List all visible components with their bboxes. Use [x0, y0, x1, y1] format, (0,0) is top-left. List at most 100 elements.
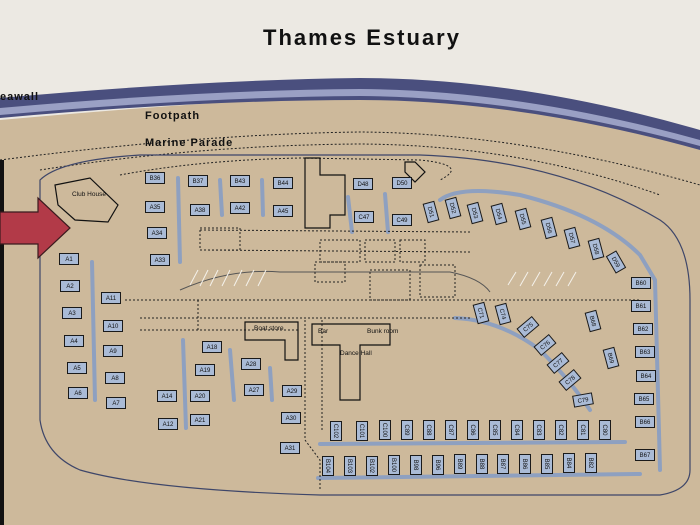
plot-label: B61	[636, 304, 647, 310]
plot-label: A42	[235, 206, 246, 212]
plot-box	[635, 449, 655, 461]
plot-box	[519, 454, 531, 474]
plot-b66: B66	[635, 416, 655, 428]
plot-box	[190, 414, 210, 426]
club-house-label-line1: Club House	[72, 191, 106, 198]
plot-label: C102	[332, 424, 338, 439]
plot-label: C89	[403, 424, 409, 436]
plot-box	[514, 207, 532, 231]
plot-d51: D51	[422, 200, 440, 224]
plot-a27: A27	[244, 384, 264, 396]
plot-label: A6	[74, 391, 82, 397]
marine-parade-label: Marine Parade	[145, 137, 233, 149]
plot-c78: C78	[558, 368, 582, 392]
footpath-band	[0, 89, 700, 146]
plot-label: B100	[390, 458, 396, 473]
plot-label: D50	[396, 181, 408, 187]
plot-box	[401, 420, 413, 440]
plot-box	[558, 368, 582, 392]
plot-box	[494, 302, 512, 326]
plot-box	[445, 420, 457, 440]
plot-b82: B82	[585, 453, 597, 473]
walkways	[90, 176, 662, 480]
plot-box	[106, 397, 126, 409]
plot-b84: B84	[563, 453, 575, 473]
plot-box	[282, 385, 302, 397]
plot-a4: A4	[64, 335, 84, 347]
plot-label: B104	[324, 459, 330, 474]
plot-box	[62, 307, 82, 319]
plot-b103: B103	[344, 456, 356, 476]
plot-b88: B88	[476, 454, 488, 474]
plot-label: B88	[478, 459, 484, 470]
plot-box	[605, 250, 627, 274]
plot-d59: D59	[605, 250, 627, 274]
plot-a10: A10	[103, 320, 123, 332]
plot-box	[423, 420, 435, 440]
plot-b100: B100	[388, 455, 400, 475]
plot-a5: A5	[67, 362, 87, 374]
plot-box	[490, 202, 508, 226]
dance-hall-label: Dance Hall	[340, 350, 372, 357]
plot-a20: A20	[190, 390, 210, 402]
bar-label: Bar	[318, 328, 329, 335]
plot-box	[636, 370, 656, 382]
plot-label: A28	[246, 362, 257, 368]
plot-label: A2	[66, 284, 74, 290]
plot-box	[410, 455, 422, 475]
plot-label: A20	[195, 394, 206, 400]
bunk-room-label: Bunk room	[367, 328, 398, 335]
plot-label: B43	[235, 179, 246, 185]
plot-box	[366, 456, 378, 476]
plot-b68: B68	[584, 309, 602, 333]
plot-label: B96	[434, 460, 440, 471]
plot-label: C82	[557, 424, 563, 436]
plot-label: B98	[412, 460, 418, 471]
plot-label: B64	[641, 374, 652, 380]
plot-box	[497, 454, 509, 474]
plot-label: B102	[368, 459, 374, 474]
plot-b63: B63	[635, 346, 655, 358]
plot-label: C100	[381, 423, 387, 438]
plot-b102: B102	[366, 456, 378, 476]
plot-a12: A12	[158, 418, 178, 430]
plot-box	[101, 292, 121, 304]
plot-label: A30	[286, 416, 297, 422]
plot-label: C84	[513, 424, 519, 436]
plot-c86: C86	[467, 420, 479, 440]
plot-label: C88	[425, 424, 431, 436]
plot-box	[379, 420, 391, 440]
plot-label: B37	[193, 179, 204, 185]
plot-d56: D56	[540, 216, 558, 240]
plot-label: B65	[639, 397, 650, 403]
plot-label: C80	[601, 424, 607, 436]
plot-c85: C85	[489, 420, 501, 440]
plot-b87: B87	[497, 454, 509, 474]
plot-label: D57	[567, 232, 576, 245]
map-title: Thames Estuary	[263, 25, 461, 50]
plot-box	[103, 345, 123, 357]
plot-c88: C88	[423, 420, 435, 440]
plot-box	[344, 456, 356, 476]
plot-label: B62	[638, 327, 649, 333]
plot-label: A8	[111, 376, 119, 382]
plot-c75: C75	[516, 315, 540, 339]
plot-a42: A42	[230, 202, 250, 214]
plot-a7: A7	[106, 397, 126, 409]
plot-box	[444, 196, 462, 220]
plot-box	[546, 351, 570, 375]
plot-a34: A34	[147, 227, 167, 239]
plot-label: B85	[543, 459, 549, 470]
plot-box	[541, 454, 553, 474]
plot-c102: C102	[330, 421, 342, 441]
plot-label: A5	[73, 366, 81, 372]
plot-label: D59	[610, 256, 621, 269]
plot-label: C74	[498, 308, 507, 321]
plot-box	[587, 237, 605, 261]
plot-label: C71	[476, 307, 485, 320]
plot-b86: B86	[519, 454, 531, 474]
plot-box	[60, 280, 80, 292]
plot-box	[467, 420, 479, 440]
